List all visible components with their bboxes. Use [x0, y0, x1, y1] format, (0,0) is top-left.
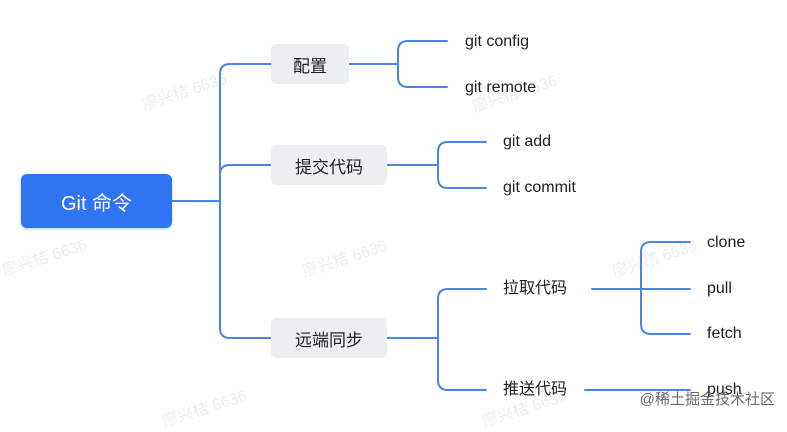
leaf-clone[interactable]: clone: [707, 234, 746, 251]
commit-link-0: [437, 141, 487, 166]
leaf-git-commit[interactable]: git commit: [503, 179, 576, 196]
branch-node-remote-sync[interactable]: 远端同步: [271, 318, 387, 358]
sub-node-pull-code[interactable]: 拉取代码: [503, 280, 568, 297]
sub-node-push-code[interactable]: 推送代码: [503, 381, 568, 398]
commit-link-1: [437, 164, 487, 189]
branch-node-commit[interactable]: 提交代码: [271, 145, 387, 185]
leaf-git-add[interactable]: git add: [503, 133, 552, 150]
pull-code-link-0: [640, 241, 691, 290]
root-link-2: [219, 200, 272, 339]
leaf-git-config[interactable]: git config: [465, 33, 530, 50]
connector-lines: [171, 40, 691, 391]
sync-link-0: [437, 288, 487, 339]
leaf-fetch[interactable]: fetch: [707, 325, 742, 342]
leaf-pull[interactable]: pull: [707, 280, 732, 297]
pull-code-link-2: [640, 288, 691, 335]
leaf-git-remote[interactable]: git remote: [465, 79, 537, 96]
branch-node-config[interactable]: 配置: [271, 44, 349, 84]
sync-link-1: [437, 337, 487, 391]
leaf-push[interactable]: push: [707, 381, 742, 398]
root-link-1: [219, 164, 272, 202]
root-link-0: [219, 63, 272, 202]
config-link-0: [397, 40, 448, 65]
root-node[interactable]: Git 命令: [21, 174, 172, 228]
mind-map: 廖兴桔 6636 廖兴桔 6636 廖兴桔 6636 廖兴桔 6636 廖兴桔 …: [0, 33, 775, 431]
config-link-1: [397, 63, 448, 88]
credit-label: @稀土掘金技术社区: [639, 391, 775, 408]
